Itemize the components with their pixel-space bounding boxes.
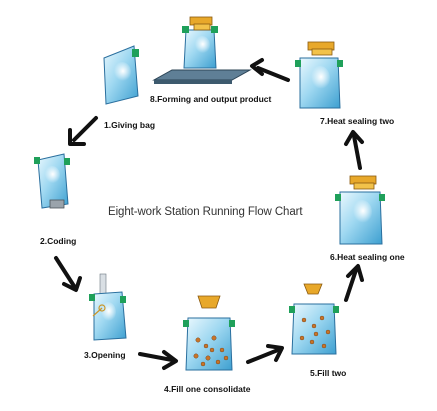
station-7-label: 7.Heat sealing two	[320, 116, 395, 126]
station-5-label: 5.Fill two	[310, 368, 347, 378]
station-4-fill-one-icon	[183, 295, 235, 371]
arrow-5-to-6-icon	[344, 264, 364, 302]
station-2-label: 2.Coding	[40, 236, 77, 246]
station-6-label: 6.Heat sealing one	[330, 252, 405, 262]
station-1-giving-bag-icon	[103, 45, 139, 105]
station-8-forming-output-icon	[152, 16, 252, 84]
station-5-fill-two-icon	[289, 283, 339, 355]
arrow-2-to-3-icon	[54, 256, 82, 292]
station-1-label: 1.Giving bag	[104, 120, 156, 130]
station-2-coding-icon	[34, 153, 70, 209]
station-4-label: 4.Fill one consolidate	[164, 384, 251, 394]
arrow-4-to-5-icon	[246, 344, 284, 364]
arrow-1-to-2-icon	[68, 116, 98, 146]
diagram-title: Eight-work Station Running Flow Chart	[108, 206, 303, 218]
arrow-7-to-8-icon	[250, 58, 290, 82]
station-7-heat-sealing-two-icon	[295, 41, 343, 109]
station-6-heat-sealing-one-icon	[335, 175, 385, 245]
arrow-3-to-4-icon	[138, 350, 178, 370]
arrow-6-to-7-icon	[344, 130, 364, 170]
station-3-label: 3.Opening	[84, 350, 126, 360]
station-3-opening-icon	[89, 273, 127, 341]
station-8-label: 8.Forming and output product	[150, 94, 272, 104]
